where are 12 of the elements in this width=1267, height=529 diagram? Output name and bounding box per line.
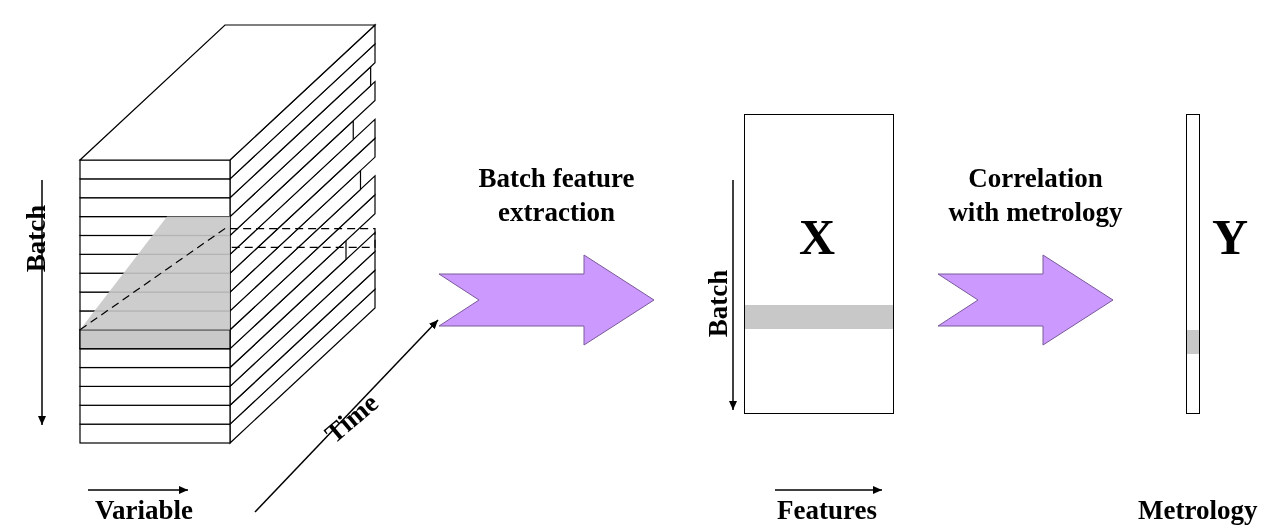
block-arrow [438,254,655,346]
axis-label: Batch [23,204,51,273]
axis-label: Time [320,389,384,448]
edge-label: Batch feature extraction [477,162,636,229]
edge-label: Correlation with metrology [948,162,1123,229]
matrix-label: X [799,212,836,262]
axis-label: Features [777,497,877,524]
vector-label: Y [1212,212,1249,262]
axis-label: Variable [95,497,193,524]
axis-label: Metrology [1138,497,1258,524]
block-arrow [937,254,1114,346]
axis-label: Batch [705,269,733,338]
